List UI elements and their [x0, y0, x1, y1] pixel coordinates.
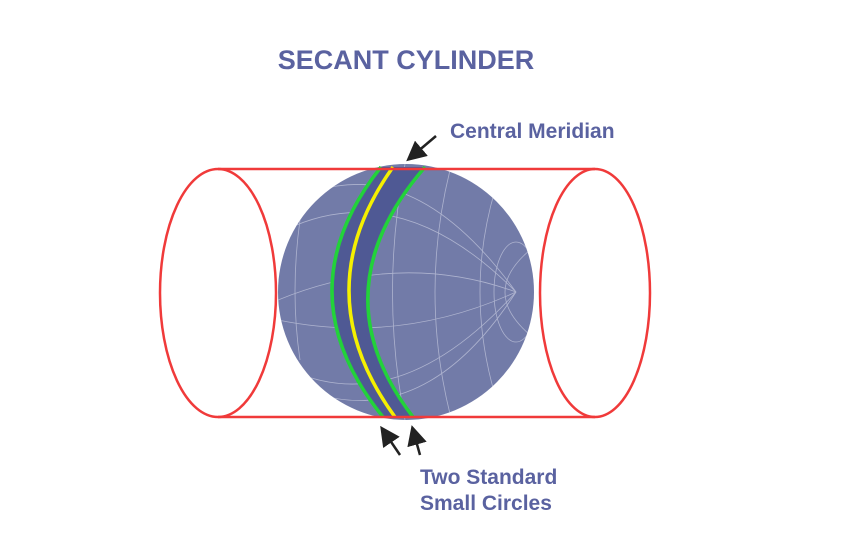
secant-band [331, 167, 425, 417]
arrow-central-meridian [406, 135, 437, 162]
standard-circle-left [330, 165, 385, 419]
central-meridian-label: Central Meridian [450, 120, 615, 143]
standard-circles-label-line2: Small Circles [420, 492, 552, 515]
standard-circle-right [366, 165, 427, 419]
cylinder-left-end [158, 167, 278, 419]
diagram-title: SECANT CYLINDER [277, 45, 535, 75]
arrow-standard-circle-left [380, 425, 402, 456]
arrow-standard-circle-right [407, 425, 427, 456]
graticule [278, 164, 534, 420]
standard-circles-label: Two Standard Small Circles [420, 465, 557, 517]
globe [278, 164, 534, 420]
cylinder-right-end [538, 167, 652, 419]
standard-circles-label-line1: Two Standard [420, 466, 558, 489]
central-meridian-line [347, 165, 397, 419]
